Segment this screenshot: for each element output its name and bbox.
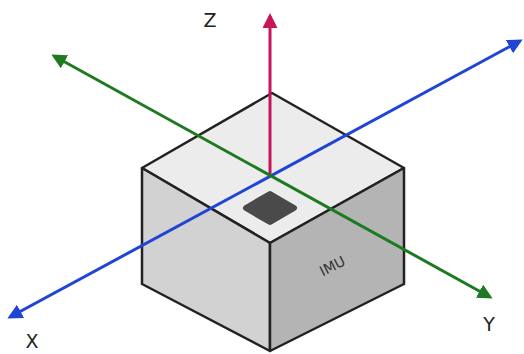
sensor-chip	[246, 194, 294, 222]
cube-shape	[140, 90, 408, 354]
axis-label-x: X	[25, 332, 38, 351]
y-axis	[54, 56, 490, 297]
z-axis	[269, 16, 272, 176]
imu-cube: IMU	[140, 90, 408, 354]
axis-label-z: Z	[203, 11, 216, 30]
axis-label-y: Y	[483, 315, 495, 334]
x-axis	[10, 41, 520, 317]
cube-left-face	[142, 168, 270, 351]
cube-right-face	[270, 168, 404, 351]
